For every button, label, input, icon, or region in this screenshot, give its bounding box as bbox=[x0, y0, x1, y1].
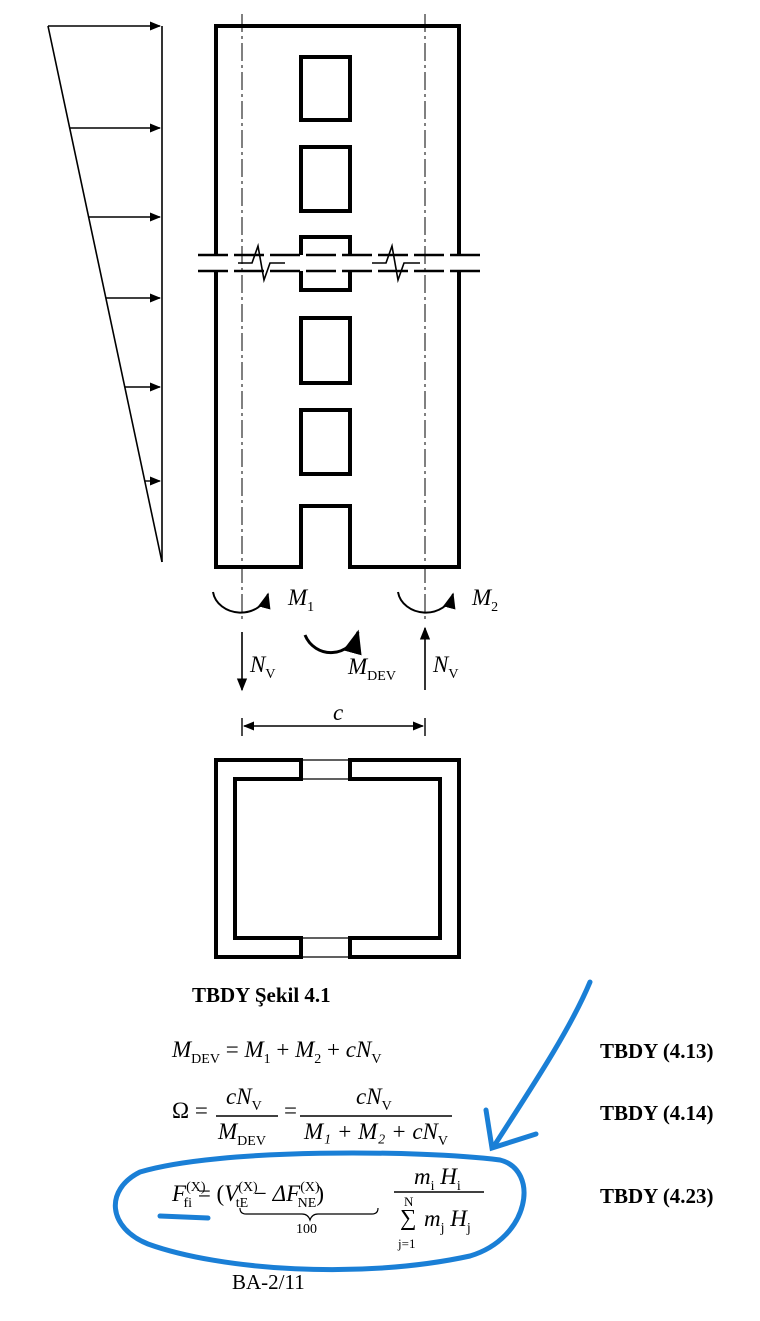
equation-label-4-14: TBDY (4.14) bbox=[600, 1101, 714, 1125]
equation-label-4-13: TBDY (4.13) bbox=[600, 1039, 714, 1063]
lateral-load-diagram bbox=[47, 21, 163, 563]
equation-4-14-den1: MDEV bbox=[218, 1119, 266, 1149]
break-lines bbox=[198, 242, 480, 284]
equation-4-23-sum-top: N bbox=[404, 1194, 414, 1209]
equation-4-14-num2: cNV bbox=[356, 1084, 392, 1114]
equation-4-23-denominator: mj Hj bbox=[424, 1206, 471, 1236]
dimension-label-c: c bbox=[333, 700, 344, 725]
dimension-c bbox=[241, 718, 426, 736]
equation-4-14-eq2: = bbox=[284, 1098, 297, 1123]
equation-4-13: MDEV = M1 + M2 + cNV bbox=[172, 1037, 382, 1067]
moment-label-m2: M2 bbox=[472, 585, 499, 615]
hand-annotation bbox=[113, 979, 593, 1273]
equation-label-4-23: TBDY (4.23) bbox=[600, 1184, 714, 1208]
moment-label-m1: M1 bbox=[288, 585, 315, 615]
equation-4-23-sum-bottom: j=1 bbox=[398, 1236, 416, 1251]
centre-lines bbox=[241, 14, 426, 622]
axial-force-arrows bbox=[236, 626, 431, 692]
annotation-underline bbox=[157, 1213, 211, 1221]
annotation-arrow-head bbox=[483, 1107, 539, 1152]
figure-caption: TBDY Şekil 4.1 bbox=[192, 983, 331, 1007]
moment-label-mdev: MDEV bbox=[348, 654, 396, 684]
axial-label-left: NV bbox=[250, 652, 276, 682]
axial-label-right: NV bbox=[433, 652, 459, 682]
wall-plan-section bbox=[214, 758, 461, 959]
annotation-arrow-shaft bbox=[491, 979, 593, 1149]
equation-4-14-den2: M₁ + M₂ + cNV bbox=[304, 1119, 449, 1149]
equation-4-14-lhs: Ω = bbox=[172, 1098, 208, 1123]
equation-4-23-sum-symbol: ∑ bbox=[400, 1205, 417, 1230]
equation-4-23-lhs: F(X)fi = (V(X)tE − ΔF(X)NE) bbox=[172, 1180, 324, 1211]
annotation-ellipse bbox=[113, 1150, 527, 1273]
wall-elevation bbox=[214, 24, 461, 569]
equation-4-23-underbrace-label: 100 bbox=[296, 1222, 317, 1237]
equation-rules bbox=[216, 1115, 484, 1222]
moment-arrows bbox=[212, 591, 456, 656]
equation-4-23-numerator: mi Hi bbox=[414, 1164, 461, 1194]
equation-4-14-num1: cNV bbox=[226, 1084, 262, 1114]
page-number: BA-2/11 bbox=[232, 1270, 305, 1294]
